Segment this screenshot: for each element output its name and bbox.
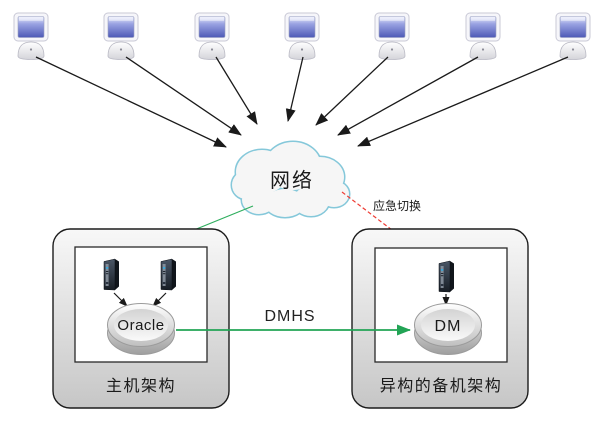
desktop-computer-icon [284,12,320,60]
desktop-computer-icon [465,12,501,60]
network-cloud: 网络 [230,140,351,219]
tower-server-icon [103,258,120,291]
standby-architecture-box: DM 异构的备机架构 [351,228,529,409]
desktop-computer-icon [194,12,230,60]
client-arrow [125,56,242,136]
primary-caption: 主机架构 [106,377,176,395]
dmhs-label: DMHS [264,308,315,325]
dm-db-label: DM [435,318,462,335]
desktop-computer-icon [13,12,49,60]
tower-server-icon [160,258,177,291]
client-arrow [285,56,304,122]
client-arrow [315,56,389,126]
standby-caption: 异构的备机架构 [380,377,503,395]
client-arrow [357,56,569,147]
cloud-label: 网络 [270,169,314,192]
desktop-computer-icon [555,12,591,60]
tower-server-icon [438,260,455,293]
desktop-computer-icon [374,12,410,60]
failover-label: 应急切换 [373,198,421,213]
client-to-cloud-arrows [35,56,569,148]
client-arrow [337,56,479,136]
client-arrow [215,56,258,125]
client-computers [13,12,591,60]
client-arrow [35,56,227,148]
oracle-db-label: Oracle [117,317,164,334]
server-to-db-arrow [152,292,167,307]
primary-architecture-box: Oracle 主机架构 [52,228,230,409]
server-to-db-arrow [113,292,128,307]
desktop-computer-icon [103,12,139,60]
